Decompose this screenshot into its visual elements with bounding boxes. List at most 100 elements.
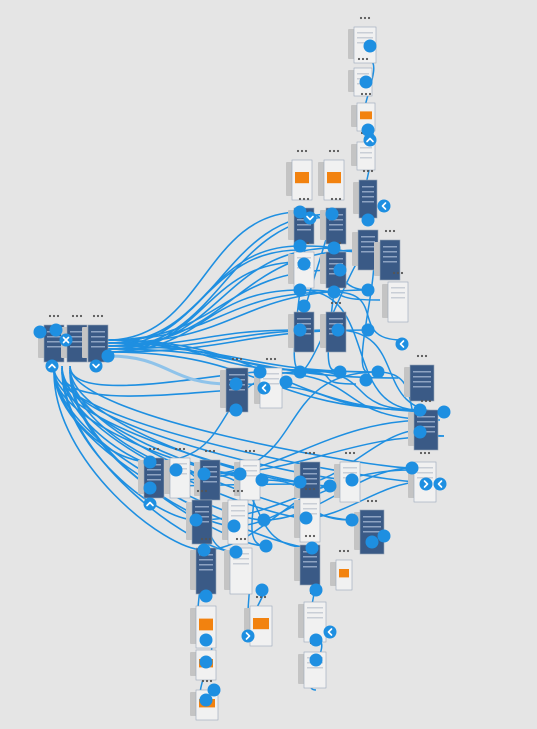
ellipsis-menu-icon[interactable] — [304, 149, 308, 153]
blue-circle-connector-icon[interactable] — [377, 529, 391, 543]
blue-circle-connector-icon[interactable] — [413, 403, 427, 417]
blue-circle-connector-icon[interactable] — [293, 205, 307, 219]
ellipsis-menu-icon[interactable] — [308, 534, 312, 538]
blue-circle-connector-icon[interactable] — [297, 299, 311, 313]
ellipsis-menu-icon[interactable] — [235, 357, 239, 361]
ellipsis-menu-icon[interactable] — [392, 271, 396, 275]
blue-circle-connector-icon[interactable] — [309, 633, 323, 647]
blue-circle-connector-icon[interactable] — [143, 455, 157, 469]
blue-circle-connector-icon[interactable] — [325, 207, 339, 221]
blue-circle-connector-icon[interactable] — [405, 461, 419, 475]
ellipsis-menu-icon[interactable] — [338, 301, 342, 305]
ellipsis-menu-icon[interactable] — [363, 16, 367, 20]
ellipsis-menu-icon[interactable] — [352, 451, 356, 455]
screen-thumbnail[interactable] — [374, 229, 401, 281]
ellipsis-menu-icon[interactable] — [48, 314, 52, 318]
ellipsis-menu-icon[interactable] — [392, 229, 396, 233]
ellipsis-menu-icon[interactable] — [255, 595, 259, 599]
ellipsis-menu-icon[interactable] — [205, 679, 209, 683]
ellipsis-menu-icon[interactable] — [152, 447, 156, 451]
blue-circle-connector-icon[interactable] — [101, 349, 115, 363]
ellipsis-menu-icon[interactable] — [361, 57, 365, 61]
blue-circle-connector-icon[interactable] — [437, 405, 451, 419]
blue-circle-connector-icon[interactable] — [309, 583, 323, 597]
ellipsis-menu-icon[interactable] — [308, 487, 312, 491]
ellipsis-menu-icon[interactable] — [338, 197, 342, 201]
blue-circle-connector-icon[interactable] — [331, 323, 345, 337]
blue-circle-connector-icon[interactable] — [49, 323, 63, 337]
ellipsis-menu-icon[interactable] — [52, 314, 56, 318]
ellipsis-menu-icon[interactable] — [336, 149, 340, 153]
ellipsis-menu-icon[interactable] — [330, 301, 334, 305]
blue-circle-connector-icon[interactable] — [279, 375, 293, 389]
ellipsis-menu-icon[interactable] — [360, 92, 364, 96]
ellipsis-menu-icon[interactable] — [312, 487, 316, 491]
screen-thumbnail[interactable] — [190, 537, 217, 595]
chevron-close-icon[interactable] — [59, 333, 73, 347]
ellipsis-menu-icon[interactable] — [71, 314, 75, 318]
screen-thumbnail[interactable] — [294, 534, 321, 586]
ellipsis-menu-icon[interactable] — [420, 399, 424, 403]
chevron-left-icon[interactable] — [433, 477, 447, 491]
ellipsis-menu-icon[interactable] — [300, 149, 304, 153]
ellipsis-menu-icon[interactable] — [424, 354, 428, 358]
blue-circle-connector-icon[interactable] — [309, 653, 323, 667]
blue-circle-connector-icon[interactable] — [327, 241, 341, 255]
chevron-up-icon[interactable] — [143, 497, 157, 511]
screen-thumbnail[interactable] — [286, 149, 313, 201]
ellipsis-menu-icon[interactable] — [100, 314, 104, 318]
chevron-left-icon[interactable] — [257, 381, 271, 395]
ellipsis-menu-icon[interactable] — [269, 357, 273, 361]
ellipsis-menu-icon[interactable] — [298, 197, 302, 201]
ellipsis-menu-icon[interactable] — [296, 149, 300, 153]
blue-circle-connector-icon[interactable] — [293, 239, 307, 253]
chevron-up-icon[interactable] — [45, 359, 59, 373]
blue-circle-connector-icon[interactable] — [361, 283, 375, 297]
screen-thumbnail[interactable] — [382, 271, 409, 323]
chevron-right-icon[interactable] — [419, 477, 433, 491]
ellipsis-menu-icon[interactable] — [423, 451, 427, 455]
blue-circle-connector-icon[interactable] — [323, 479, 337, 493]
screen-thumbnail[interactable] — [352, 219, 379, 271]
blue-circle-connector-icon[interactable] — [227, 519, 241, 533]
blue-circle-connector-icon[interactable] — [361, 213, 375, 227]
blue-circle-connector-icon[interactable] — [293, 365, 307, 379]
blue-circle-connector-icon[interactable] — [197, 467, 211, 481]
blue-circle-connector-icon[interactable] — [197, 543, 211, 557]
ellipsis-menu-icon[interactable] — [235, 537, 239, 541]
blue-circle-connector-icon[interactable] — [327, 285, 341, 299]
screen-thumbnail[interactable] — [330, 549, 353, 591]
ellipsis-menu-icon[interactable] — [240, 489, 244, 493]
ellipsis-menu-icon[interactable] — [174, 447, 178, 451]
ellipsis-menu-icon[interactable] — [208, 537, 212, 541]
screen-thumbnail[interactable] — [408, 451, 437, 503]
ellipsis-menu-icon[interactable] — [204, 537, 208, 541]
blue-circle-connector-icon[interactable] — [255, 473, 269, 487]
ellipsis-menu-icon[interactable] — [364, 92, 368, 96]
ellipsis-menu-icon[interactable] — [365, 57, 369, 61]
blue-circle-connector-icon[interactable] — [293, 475, 307, 489]
ellipsis-menu-icon[interactable] — [312, 534, 316, 538]
blue-circle-connector-icon[interactable] — [207, 683, 221, 697]
screen-thumbnail[interactable] — [254, 357, 283, 409]
ellipsis-menu-icon[interactable] — [304, 451, 308, 455]
ellipsis-menu-icon[interactable] — [334, 197, 338, 201]
ellipsis-menu-icon[interactable] — [374, 499, 378, 503]
ellipsis-menu-icon[interactable] — [400, 271, 404, 275]
ellipsis-menu-icon[interactable] — [178, 447, 182, 451]
blue-circle-connector-icon[interactable] — [229, 545, 243, 559]
chevron-left-icon[interactable] — [323, 625, 337, 639]
blue-circle-connector-icon[interactable] — [365, 535, 379, 549]
ellipsis-menu-icon[interactable] — [56, 314, 60, 318]
ellipsis-menu-icon[interactable] — [346, 549, 350, 553]
blue-circle-connector-icon[interactable] — [413, 425, 427, 439]
blue-circle-connector-icon[interactable] — [293, 283, 307, 297]
ellipsis-menu-icon[interactable] — [348, 451, 352, 455]
blue-circle-connector-icon[interactable] — [259, 539, 273, 553]
ellipsis-menu-icon[interactable] — [243, 537, 247, 541]
ellipsis-menu-icon[interactable] — [416, 354, 420, 358]
blue-circle-connector-icon[interactable] — [199, 589, 213, 603]
blue-circle-connector-icon[interactable] — [299, 511, 313, 525]
blue-circle-connector-icon[interactable] — [199, 633, 213, 647]
